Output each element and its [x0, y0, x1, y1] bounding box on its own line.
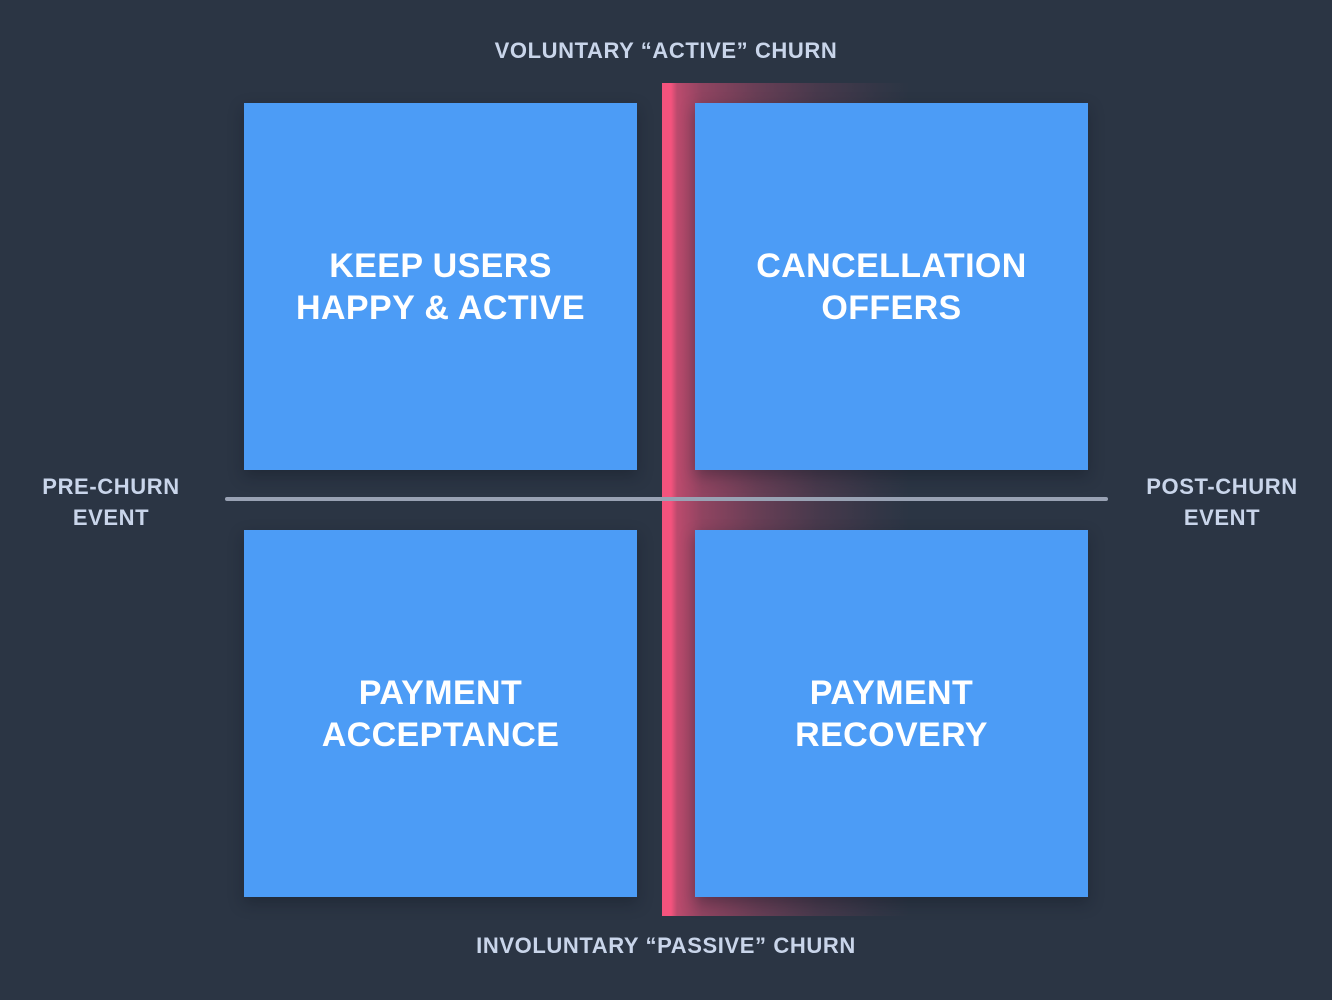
quadrant-label-line: PAYMENT	[809, 673, 974, 712]
quadrant-label-line: OFFERS	[821, 288, 962, 327]
quadrant-label-line: HAPPY & ACTIVE	[296, 288, 585, 327]
quadrant-label-line: PAYMENT	[358, 673, 523, 712]
axis-label-line: POST-CHURN	[1146, 474, 1298, 499]
axis-label-post-churn-event: POST-CHURN EVENT	[1131, 471, 1313, 533]
quadrant-keep-users-happy: KEEP USERS HAPPY & ACTIVE	[244, 103, 637, 470]
axis-label-line: PRE-CHURN	[42, 474, 180, 499]
quadrant-label-line: RECOVERY	[795, 715, 988, 754]
quadrant-payment-acceptance: PAYMENT ACCEPTANCE	[244, 530, 637, 897]
quadrant-cancellation-offers: CANCELLATION OFFERS	[695, 103, 1088, 470]
axis-label-involuntary-churn: INVOLUNTARY “PASSIVE” CHURN	[476, 933, 856, 958]
quadrant-payment-recovery: PAYMENT RECOVERY	[695, 530, 1088, 897]
axis-label-line: EVENT	[72, 505, 150, 530]
horizontal-axis-line	[225, 497, 1108, 501]
axis-label-voluntary-churn: VOLUNTARY “ACTIVE” CHURN	[494, 38, 838, 63]
quadrant-label-line: KEEP USERS	[329, 246, 552, 285]
axis-label-line: EVENT	[1183, 505, 1261, 530]
quadrant-label-line: CANCELLATION	[756, 246, 1027, 285]
quadrant-label-line: ACCEPTANCE	[321, 715, 560, 754]
axis-label-pre-churn-event: PRE-CHURN EVENT	[20, 471, 202, 533]
